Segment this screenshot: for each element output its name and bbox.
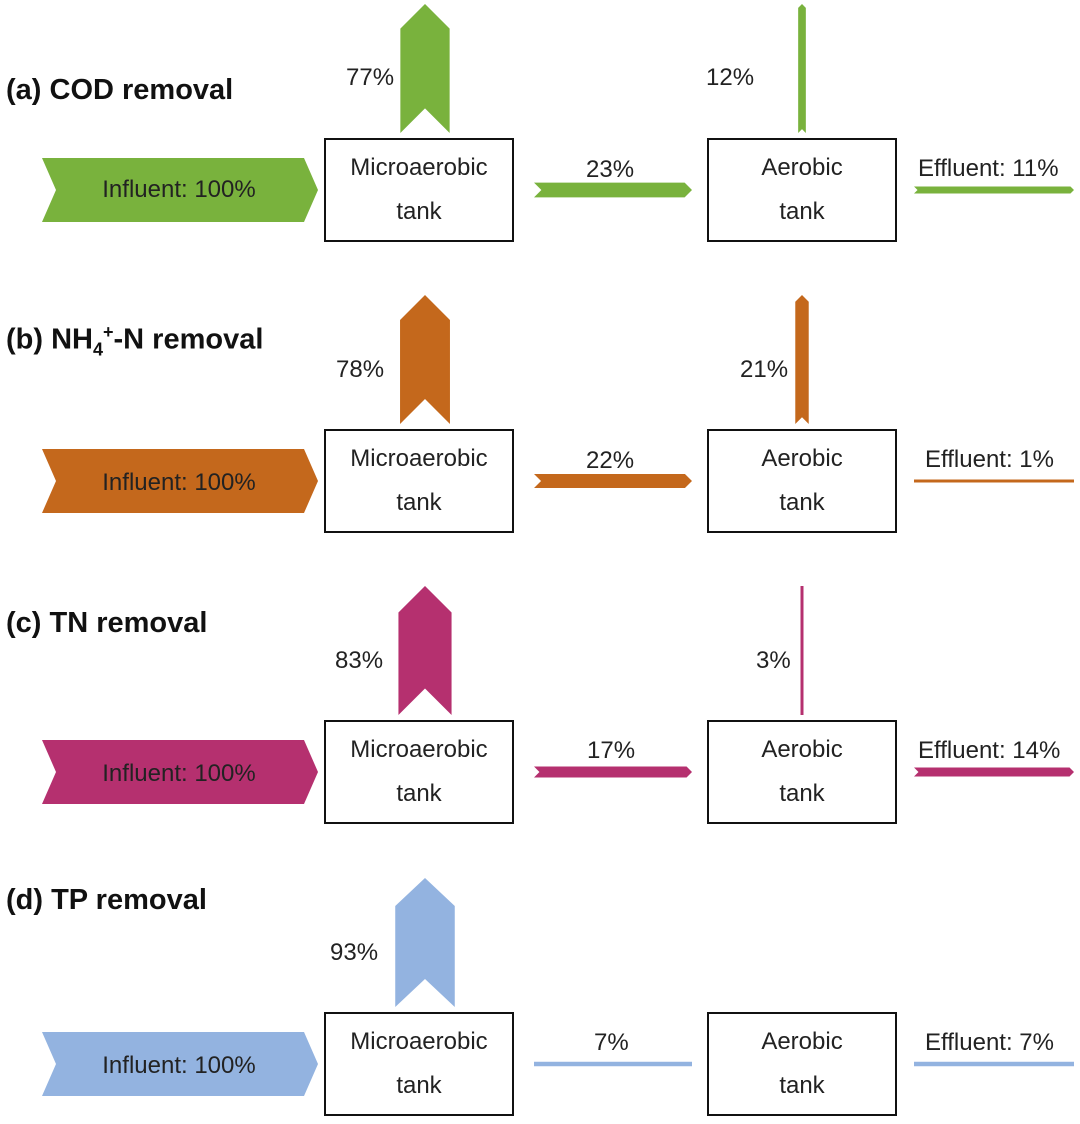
panel-a-aerobic-removal-label: 12% (706, 64, 755, 91)
panel-a-micro-removal-arrow (400, 4, 450, 133)
panel-c-aerobic-removal-arrow (800, 586, 804, 715)
panel-b-aerobic-line2: tank (779, 489, 825, 516)
panel-d-microaerobic-line2: tank (396, 1072, 442, 1099)
panel-d-micro-removal-label: 93% (330, 939, 379, 966)
panel-b-title-subscript: 4 (92, 339, 103, 360)
panel-b-microaerobic-tank: Microaerobic tank (324, 429, 514, 533)
panel-d-effluent-arrow (914, 1061, 1074, 1067)
panel-b-effluent-arrow (914, 479, 1074, 483)
panel-d-microaerobic-tank: Microaerobic tank (324, 1012, 514, 1116)
panel-b-effluent-label: Effluent: 1% (925, 446, 1054, 473)
panel-a-effluent-label: Effluent: 11% (918, 155, 1059, 182)
panel-d-aerobic-tank: Aerobic tank (707, 1012, 897, 1116)
panel-d-influent-arrow (42, 1032, 318, 1096)
panel-c-micro-removal-arrow (398, 586, 452, 715)
panel-c-microaerobic-tank: Microaerobic tank (324, 720, 514, 824)
panel-b-aerobic-line1: Aerobic (761, 445, 843, 472)
panel-a-aerobic-tank: Aerobic tank (707, 138, 897, 242)
panel-a-title: (a) COD removal (6, 74, 234, 106)
panel-b-aerobic-tank: Aerobic tank (707, 429, 897, 533)
panel-c-micro-removal-label: 83% (335, 647, 384, 674)
panel-a-micro-removal-label: 77% (346, 64, 395, 91)
panel-b-aerobic-removal-arrow (795, 295, 809, 424)
panel-a-transfer-arrow (534, 182, 692, 198)
panel-d-effluent-label: Effluent: 7% (925, 1029, 1054, 1056)
panel-b-transfer-arrow (534, 473, 692, 489)
panel-b-title: (b) NH4+-N removal (6, 322, 263, 360)
panel-b-title-main: (b) NH (6, 323, 93, 356)
panel-b-microaerobic-line1: Microaerobic (350, 445, 488, 472)
panel-d-aerobic-line2: tank (779, 1072, 825, 1099)
panel-b-microaerobic-line2: tank (396, 489, 442, 516)
panel-c-effluent-label: Effluent: 14% (918, 737, 1061, 764)
panel-d-micro-removal-arrow (395, 878, 455, 1007)
panel-b-transfer-label: 22% (586, 447, 635, 474)
panel-c-microaerobic-line1: Microaerobic (350, 736, 488, 763)
panel-a-influent-label: Influent: 100% (102, 176, 256, 203)
panel-b-micro-removal-arrow (400, 295, 450, 424)
panel-d-transfer-label: 7% (594, 1029, 629, 1056)
panel-b-title-superscript: + (103, 322, 114, 342)
panel-a-influent-arrow (42, 158, 318, 222)
panel-c-title: (c) TN removal (6, 607, 208, 639)
panel-d-aerobic-line1: Aerobic (761, 1028, 843, 1055)
panel-d-influent-label: Influent: 100% (102, 1052, 256, 1079)
panel-c-influent-label: Influent: 100% (102, 760, 256, 787)
panel-b-title-rest: -N removal (113, 323, 264, 356)
panel-a-microaerobic-line1: Microaerobic (350, 154, 488, 181)
panel-a-aerobic-removal-arrow (798, 4, 806, 133)
panel-c-aerobic-removal-label: 3% (756, 647, 791, 674)
panel-d-title: (d) TP removal (6, 884, 207, 916)
panel-b-influent-arrow (42, 449, 318, 513)
panel-d-microaerobic-line1: Microaerobic (350, 1028, 488, 1055)
panel-c-transfer-arrow (534, 766, 692, 778)
panel-c-aerobic-tank: Aerobic tank (707, 720, 897, 824)
panel-c-influent-arrow (42, 740, 318, 804)
panel-b-aerobic-removal-label: 21% (740, 356, 789, 383)
panel-a-effluent-arrow (914, 186, 1074, 194)
panel-c-aerobic-line2: tank (779, 780, 825, 807)
panel-b-influent-label: Influent: 100% (102, 469, 256, 496)
panel-a-microaerobic-tank: Microaerobic tank (324, 138, 514, 242)
panel-c-microaerobic-line2: tank (396, 780, 442, 807)
panel-d-transfer-arrow (534, 1061, 692, 1067)
panel-a-aerobic-line1: Aerobic (761, 154, 843, 181)
panel-a-aerobic-line2: tank (779, 198, 825, 225)
panel-b-micro-removal-label: 78% (336, 356, 385, 383)
panel-a-transfer-label: 23% (586, 156, 635, 183)
panel-c-effluent-arrow (914, 767, 1074, 777)
panel-c-transfer-label: 17% (587, 737, 636, 764)
panel-a-microaerobic-line2: tank (396, 198, 442, 225)
panel-c-aerobic-line1: Aerobic (761, 736, 843, 763)
